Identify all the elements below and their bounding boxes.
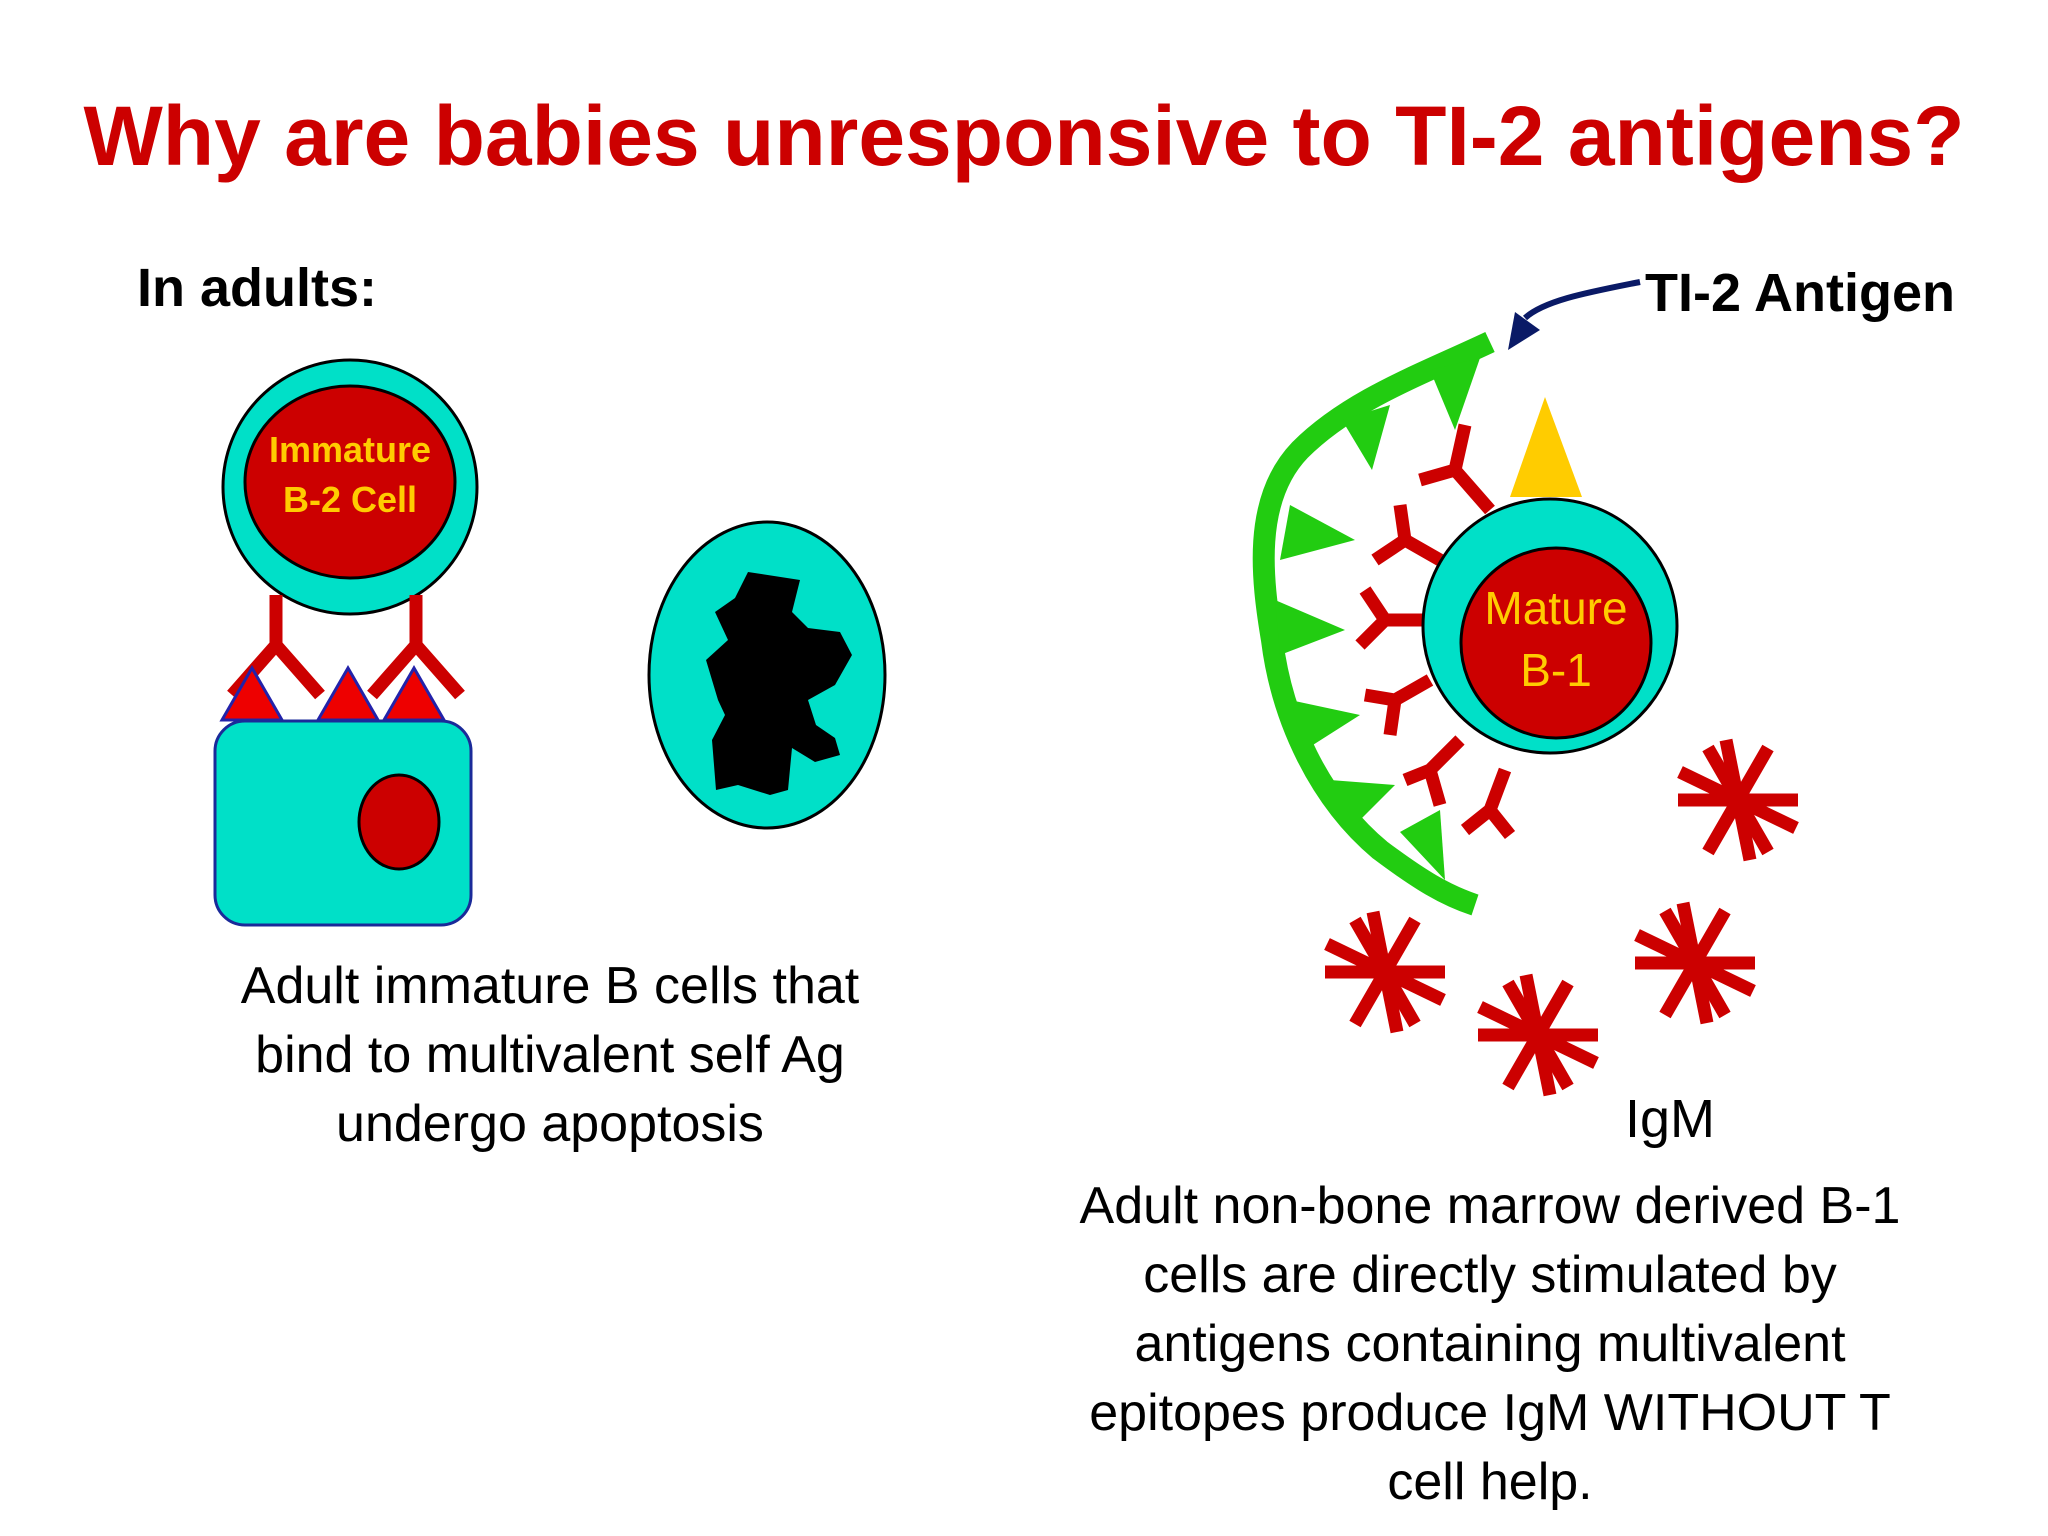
igm-pentamer: [1677, 738, 1799, 862]
igm-pentamer: [1634, 901, 1756, 1025]
ti2-antigen-label: TI-2 Antigen: [1645, 263, 1955, 323]
right-caption-line: cell help.: [1387, 1453, 1593, 1511]
igm-label: IgM: [1625, 1089, 1716, 1149]
left-caption-line: bind to multivalent self Ag: [255, 1026, 845, 1084]
right-caption-line: antigens containing multivalent: [1134, 1315, 1846, 1373]
self-antigen-presenting-cell: [213, 719, 473, 927]
left-caption: Adult immature B cells that bind to mult…: [160, 952, 940, 1159]
apoptotic-cell: [647, 520, 887, 830]
right-cell-label-line2: B-1: [1520, 644, 1592, 696]
right-cell-label-line1: Mature: [1484, 582, 1627, 634]
left-cell-label-line2: B-2 Cell: [283, 479, 417, 520]
right-antibody-receptors: [1355, 423, 1516, 840]
mature-b1-cell: Mature B-1: [1421, 497, 1679, 755]
ti2-antigen-arrow: [1508, 279, 1641, 350]
left-antibody-receptors: [227, 595, 465, 700]
slide-title: Why are babies unresponsive to TI-2 anti…: [83, 89, 1965, 183]
right-caption-line: Adult non-bone marrow derived B-1: [1079, 1177, 1901, 1235]
right-caption-line: epitopes produce IgM WITHOUT T: [1089, 1384, 1891, 1442]
subheading: In adults:: [137, 258, 377, 318]
left-caption-line: undergo apoptosis: [336, 1095, 764, 1153]
yellow-antigen-triangle: [1510, 397, 1582, 497]
igm-pentamer: [1324, 910, 1446, 1034]
right-caption-line: cells are directly stimulated by: [1143, 1246, 1837, 1304]
left-cell-label-line1: Immature: [269, 429, 431, 470]
left-caption-line: Adult immature B cells that: [240, 957, 860, 1015]
igm-pentamer: [1477, 973, 1599, 1097]
ti2-antigen-backbone: [1252, 332, 1495, 916]
immature-b2-cell: Immature B-2 Cell: [221, 358, 479, 616]
self-antigen-triangles: [219, 664, 447, 722]
igm-pentamers: [1324, 738, 1799, 1097]
right-caption: Adult non-bone marrow derived B-1 cells …: [1025, 1172, 1955, 1517]
